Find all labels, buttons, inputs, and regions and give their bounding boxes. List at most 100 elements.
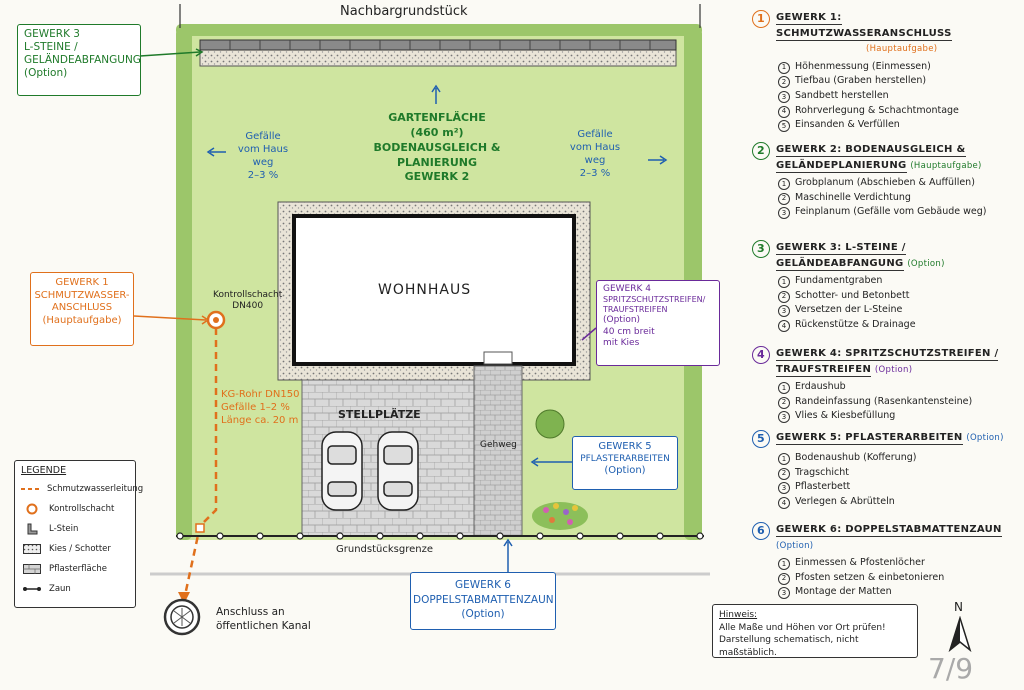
public-sewer-icon <box>163 598 201 636</box>
north-arrow-icon <box>948 616 972 652</box>
gewerk-heading: 4 GEWERK 4: SPRITZSCHUTZSTREIFEN /TRAUFS… <box>752 346 1014 377</box>
gewerk-tag: (Option) <box>776 540 814 551</box>
slope-arrow-left <box>206 147 226 157</box>
gewerk-title-2: TRAUFSTREIFEN <box>776 363 872 377</box>
gewerk-title: GEWERK 2: BODENAUSGLEICH & <box>776 144 966 157</box>
step-number-icon: 3 <box>778 305 790 318</box>
gewerk-section-4: 4 GEWERK 4: SPRITZSCHUTZSTREIFEN /TRAUFS… <box>752 346 1014 424</box>
legend-item-fence: Zaun <box>21 579 129 599</box>
step-number-icon: 3 <box>778 90 790 103</box>
note-box: Hinweis: Alle Maße und Höhen vor Ort prü… <box>712 604 918 658</box>
gewerk-section-6: 6 GEWERK 6: DOPPELSTABMATTENZAUN (Option… <box>752 522 1014 600</box>
gewerk-title: GEWERK 3: L-STEINE / <box>776 242 906 255</box>
house <box>292 214 576 366</box>
gravel-icon <box>21 543 43 554</box>
pipe-label: KG-Rohr DN150 Gefälle 1–2 % Länge ca. 20… <box>221 389 300 426</box>
sewer-pipe <box>182 328 218 601</box>
step-number-icon: 3 <box>778 207 790 220</box>
slope-left-label: Gefälle vom Haus weg 2–3 % <box>237 131 289 181</box>
gewerk-title: GEWERK 6: DOPPELSTABMATTENZAUN <box>776 524 1002 537</box>
gewerk-title-2: GELÄNDEPLANIERUNG <box>776 159 907 173</box>
step-number-icon: 2 <box>778 76 790 89</box>
hedge-left <box>176 28 192 540</box>
step-number-icon: 3 <box>778 411 790 424</box>
north-label: N <box>954 600 963 614</box>
step-number-icon: 2 <box>778 396 790 409</box>
gewerk-number-icon: 5 <box>752 430 770 448</box>
gewerk-heading: 2 GEWERK 2: BODENAUSGLEICH & GELÄNDEPLANI… <box>752 142 1014 173</box>
legend-item-sewer: Schmutzwasserleitung <box>21 479 143 499</box>
parking-label: STELLPLÄTZE <box>338 408 421 421</box>
gewerk-number-icon: 2 <box>752 142 770 160</box>
slope-right-label: Gefälle vom Haus weg 2–3 % <box>569 129 621 179</box>
step-number-icon: 1 <box>778 453 790 465</box>
step-number-icon: 4 <box>778 105 790 118</box>
callout-gewerk-6: GEWERK 6 DOPPELSTABMATTENZAUN (Option) <box>410 572 556 630</box>
step-number-icon: 3 <box>778 587 790 600</box>
l-stone-wall <box>199 39 677 51</box>
neighbor-label: Nachbargrundstück <box>340 4 468 19</box>
legend: LEGENDE Schmutzwasserleitung Kontrollsch… <box>14 460 143 608</box>
slope-arrow-up <box>431 84 441 104</box>
callout-gewerk-4: GEWERK 4 SPRITZSCHUTZSTREIFEN/ TRAUFSTRE… <box>596 280 720 366</box>
slope-arrow-right <box>648 155 668 165</box>
walkway-label: Gehweg <box>480 440 517 450</box>
gewerk-title-2: GELÄNDEABFANGUNG <box>776 257 904 271</box>
legend-item-paver: Pflasterfläche <box>21 559 129 579</box>
l-stone-icon <box>21 523 43 535</box>
gewerk-section-1: 1 GEWERK 1: SCHMUTZWASSERANSCHLUSS(Haupt… <box>752 10 1014 133</box>
step-number-icon: 2 <box>778 467 790 480</box>
fence-icon <box>21 585 43 593</box>
gewerk-tag: (Option) <box>966 433 1004 443</box>
gewerk-tag: (Option) <box>907 258 945 269</box>
note-title: Hinweis: <box>719 610 758 620</box>
step-number-icon: 1 <box>778 61 790 74</box>
callout-gewerk-1: GEWERK 1 SCHMUTZWASSER- ANSCHLUSS (Haupt… <box>30 272 134 346</box>
step-number-icon: 2 <box>778 192 790 205</box>
legend-item-l-stone: L-Stein <box>21 519 129 539</box>
legend-title: LEGENDE <box>21 465 67 476</box>
car-left <box>321 431 363 511</box>
walkway-area <box>473 365 523 537</box>
house-label: WOHNHAUS <box>378 282 472 298</box>
garden-label: GARTENFLÄCHE (460 m²) BODENAUSGLEICH & P… <box>373 111 501 184</box>
step-number-icon: 4 <box>778 320 790 333</box>
gewerk-heading: 5 GEWERK 5: PFLASTERARBEITEN (Option) <box>752 430 1014 448</box>
step-number-icon: 2 <box>778 290 790 303</box>
gewerk-heading: 1 GEWERK 1: SCHMUTZWASSERANSCHLUSS(Haupt… <box>752 10 1014 57</box>
gewerk-title: GEWERK 1: SCHMUTZWASSERANSCHLUSS <box>776 12 952 41</box>
gewerk-tag: (Option) <box>874 364 913 375</box>
manhole-label: Kontrollschacht DN400 <box>213 290 283 312</box>
gewerk-heading: 3 GEWERK 3: L-STEINE /GELÄNDEABFANGUNG (… <box>752 240 1014 271</box>
l-stone-joints <box>229 40 651 50</box>
connection-label: Anschluss an öffentlichen Kanal <box>216 606 311 632</box>
step-number-icon: 1 <box>778 382 790 394</box>
legend-item-manhole: Kontrollschacht <box>21 499 129 519</box>
gewerk-tag: (Hauptaufgabe) <box>910 160 982 171</box>
